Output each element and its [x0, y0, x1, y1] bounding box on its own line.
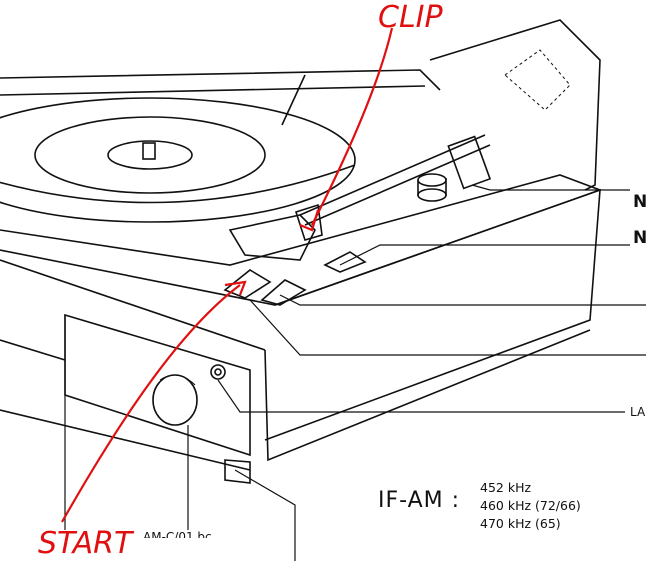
- platter: [0, 74, 356, 223]
- tonearm: [228, 134, 492, 261]
- frequency-470: 470 kHz (65): [480, 516, 561, 531]
- callout-label-1: N: [633, 192, 646, 212]
- frequency-452: 452 kHz: [480, 480, 532, 495]
- volume-knob: [152, 374, 198, 426]
- callout-label-3: LA: [630, 405, 646, 419]
- frequency-460: 460 kHz (72/66): [480, 498, 581, 513]
- callout-leaders: [64, 184, 646, 561]
- control-buttons: [210, 251, 367, 380]
- model-caption: AM-C/01 bc: [143, 530, 212, 538]
- start-annotation: START: [38, 526, 133, 561]
- if-am-title: IF-AM :: [378, 488, 461, 513]
- dust-cover-lid: [0, 19, 601, 191]
- red-annotation-strokes: [61, 27, 394, 523]
- callout-label-2: N: [633, 228, 646, 248]
- plinth: [0, 174, 603, 484]
- clip-annotation: CLIP: [378, 0, 443, 35]
